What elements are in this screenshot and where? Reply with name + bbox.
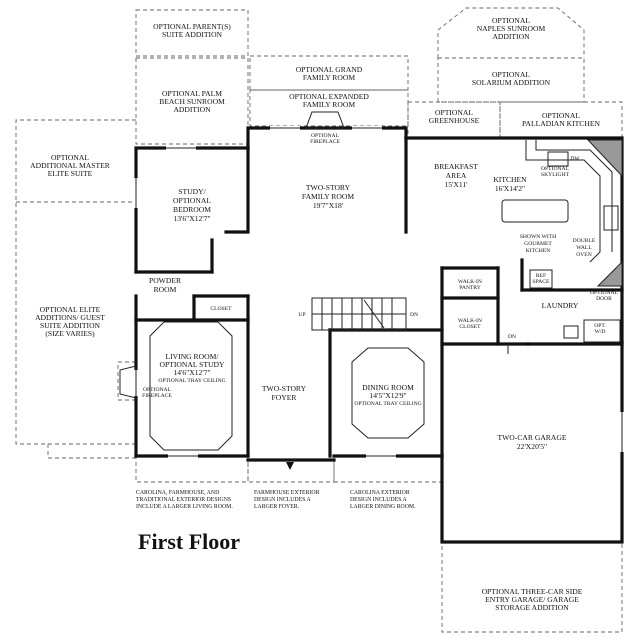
dishwasher-label: DW <box>570 156 580 162</box>
laundry-label: LAUNDRY <box>542 301 579 310</box>
opt-wd-label: OPT.W/D <box>594 323 606 335</box>
stair-up-label: UP <box>298 312 305 318</box>
room-labels: OPTIONAL PARENT(S)SUITE ADDITION OPTIONA… <box>30 16 618 612</box>
tray-ceilings <box>149 321 425 451</box>
exterior-walls <box>134 126 624 544</box>
front-entry-arrow <box>286 462 294 470</box>
stair-down-label: DN <box>410 312 418 318</box>
stairs <box>311 297 407 331</box>
floor-title: First Floor <box>138 529 240 554</box>
interior-walls <box>134 136 624 458</box>
fireplaces <box>119 111 345 399</box>
laundry-fixtures <box>507 319 621 354</box>
parents-suite-label: OPTIONAL PARENT(S)SUITE ADDITION <box>153 22 231 39</box>
garage-dn-label: DN <box>508 334 516 340</box>
kitchen-counters <box>501 139 623 289</box>
closet-label: CLOSET <box>210 306 232 312</box>
